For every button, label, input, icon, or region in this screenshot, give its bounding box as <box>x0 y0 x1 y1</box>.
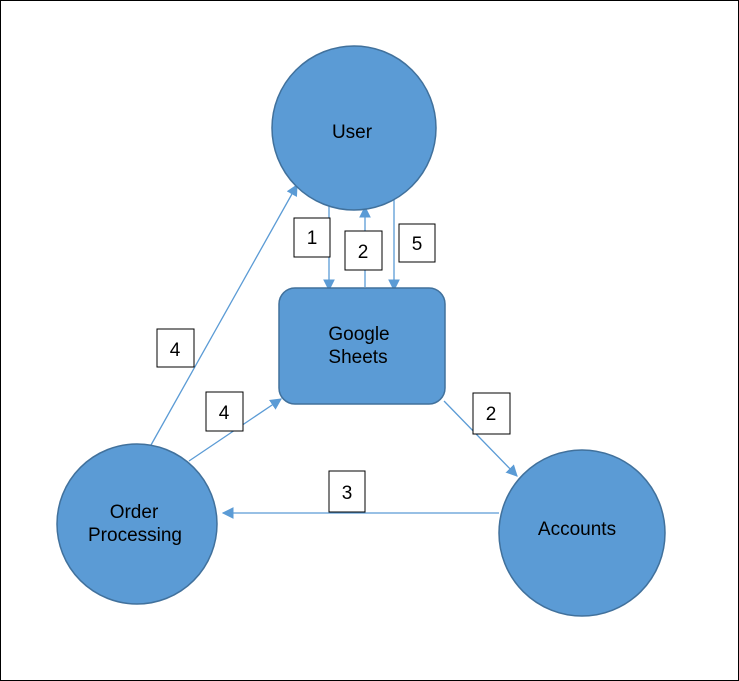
node-google-sheets: Google Sheets <box>278 287 446 405</box>
node-google-sheets-label-line1: Google <box>328 324 389 345</box>
step-label-box: 2 <box>472 392 511 435</box>
node-user: User <box>271 45 437 211</box>
node-order-processing-label-line2: Processing <box>88 525 182 546</box>
node-order-processing: Order Processing <box>56 443 218 605</box>
step-label-box: 4 <box>205 391 244 432</box>
order-processing-circle <box>56 443 218 605</box>
step-label-box: 3 <box>328 470 366 513</box>
step-label-text: 4 <box>170 340 181 361</box>
google-sheets-box <box>278 287 446 405</box>
step-label-box: 2 <box>344 230 383 271</box>
node-google-sheets-label-line2: Sheets <box>328 347 387 368</box>
node-order-processing-label-line1: Order <box>110 502 159 523</box>
step-label-box: 4 <box>156 328 195 368</box>
node-accounts-label: Accounts <box>538 519 616 540</box>
user-circle <box>271 45 437 211</box>
edge-sheets-to-accounts-2 <box>443 400 518 477</box>
accounts-circle <box>498 449 666 617</box>
step-label-text: 2 <box>358 242 369 263</box>
step-label-box: 5 <box>398 223 436 263</box>
step-label-text: 4 <box>219 403 230 424</box>
step-label-text: 5 <box>412 234 423 255</box>
node-user-label: User <box>332 122 373 143</box>
node-accounts: Accounts <box>498 449 666 617</box>
step-label-text: 3 <box>342 483 353 504</box>
step-label-text: 1 <box>307 228 318 249</box>
step-label-text: 2 <box>486 404 497 425</box>
step-label-box: 1 <box>293 217 331 258</box>
edge-order-to-user-4 <box>150 183 298 446</box>
